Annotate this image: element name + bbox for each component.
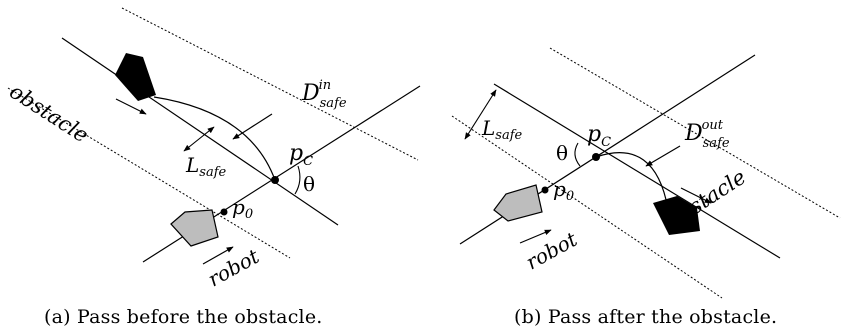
caption-b: (b) Pass after the obstacle. (514, 306, 777, 328)
panel-a: obstacle robot Dsafein Lsafe pC p0 θ (a)… (5, 7, 421, 328)
theta-angle-arc (574, 142, 581, 167)
panel-b: obstacle robot Dsafeout Lsafe pC p0 θ (b… (451, 47, 841, 328)
safety-bound-upper (549, 47, 841, 219)
robot-shape (493, 184, 543, 222)
d-safe-arc (595, 152, 669, 210)
safety-bound-upper (121, 7, 419, 161)
obstacle-shape (653, 196, 700, 235)
pc-label: pC (289, 141, 313, 169)
d-safe-pointer-arrow (645, 145, 681, 167)
d-safe-in-label: Dsafein (301, 78, 347, 111)
d-safe-pointer-arrow (232, 113, 273, 140)
l-safe-dimension-arrow (464, 89, 497, 140)
obstacle-shape (115, 53, 156, 101)
robot-label: robot (204, 244, 264, 292)
l-safe-label: Lsafe (481, 116, 523, 143)
d-safe-out-label: Dsafeout (684, 118, 730, 151)
p0-label: p0 (232, 195, 253, 222)
obstacle-label: obstacle (5, 79, 92, 147)
obstacle-path (61, 37, 339, 226)
theta-label: θ (303, 172, 315, 196)
l-safe-dimension-arrow (183, 126, 215, 152)
point-p0 (220, 208, 228, 216)
caption-a: (a) Pass before the obstacle. (44, 306, 323, 328)
l-safe-label: Lsafe (185, 153, 227, 180)
obstacle-direction-arrow (680, 187, 712, 204)
safety-bound-lower (7, 87, 291, 259)
obstacle-direction-arrow (115, 98, 147, 115)
p0-label: p0 (553, 177, 574, 204)
robot-label: robot (522, 227, 582, 275)
obstacle-path (493, 83, 781, 259)
robot-shape (170, 209, 219, 247)
robot-direction-arrow (202, 246, 234, 265)
robot-direction-arrow (519, 229, 552, 244)
theta-angle-arc (294, 165, 301, 195)
point-p0 (541, 186, 549, 194)
point-pc (271, 176, 279, 184)
theta-label: θ (556, 141, 568, 165)
point-pc (592, 153, 600, 161)
d-safe-arc (153, 96, 276, 181)
pc-label: pC (587, 122, 611, 150)
